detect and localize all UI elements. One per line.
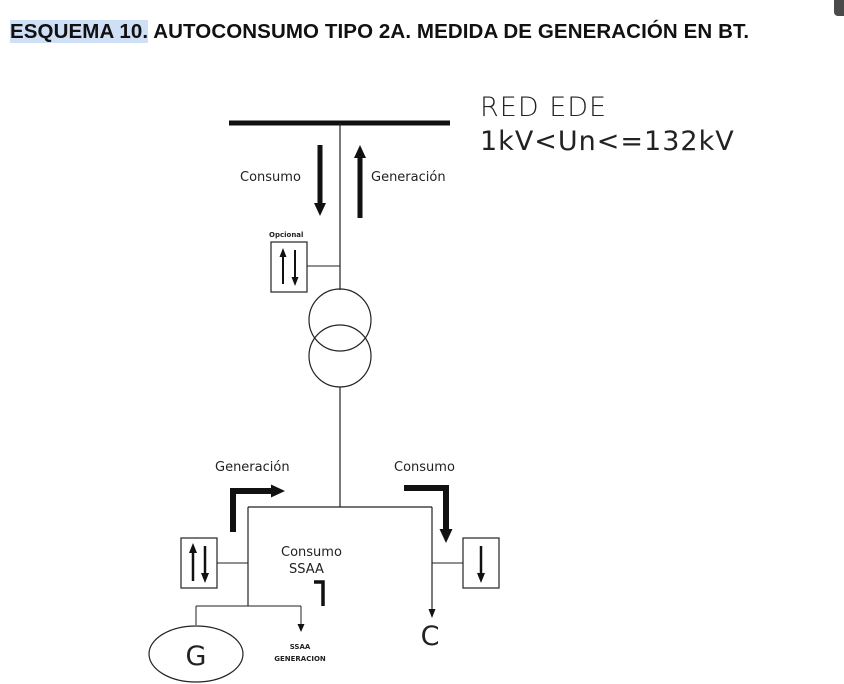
- optional-bidirectional-meter: [270, 241, 308, 293]
- generation-bidirectional-meter: [180, 537, 218, 589]
- window-corner-tab: [834, 0, 844, 16]
- page-title: ESQUEMA 10. AUTOCONSUMO TIPO 2A. MEDIDA …: [10, 20, 749, 44]
- generator-symbol: [148, 625, 244, 683]
- consumo-ssaa-label-line2: SSAA: [289, 562, 324, 577]
- generator-label: G: [186, 641, 207, 672]
- ssaa-arrowhead: [297, 624, 305, 632]
- generacion-left-label: Generación: [215, 460, 290, 475]
- consumo-ssaa-label-line1: Consumo: [281, 545, 342, 560]
- voltage-label: 1kV<Un<=132kV: [480, 126, 735, 157]
- consumo-ssaa-arrow: [314, 580, 325, 606]
- consumer-label: C: [421, 621, 440, 652]
- title-highlight: ESQUEMA 10.: [10, 20, 149, 43]
- transformer-symbol: [308, 288, 372, 388]
- network-label: RED EDE: [480, 92, 607, 123]
- ssaa-gen-label-line2: GENERACION: [274, 655, 326, 663]
- title-rest: AUTOCONSUMO TIPO 2A. MEDIDA DE GENERACIÓ…: [148, 20, 750, 43]
- ssaa-gen-label-line1: SSAA: [290, 643, 311, 651]
- generacion-export-arrow: [230, 484, 285, 532]
- consumer-arrowhead: [428, 609, 436, 618]
- consumo-top-label: Consumo: [240, 170, 301, 185]
- consumo-down-arrow: [314, 145, 326, 216]
- generacion-up-arrow: [354, 145, 366, 218]
- opcional-label: Opcional: [269, 231, 303, 239]
- consumo-right-label: Consumo: [394, 460, 455, 475]
- consumo-import-arrow: [404, 485, 453, 543]
- consumer-meter: [462, 537, 500, 589]
- generacion-top-label: Generación: [371, 170, 446, 185]
